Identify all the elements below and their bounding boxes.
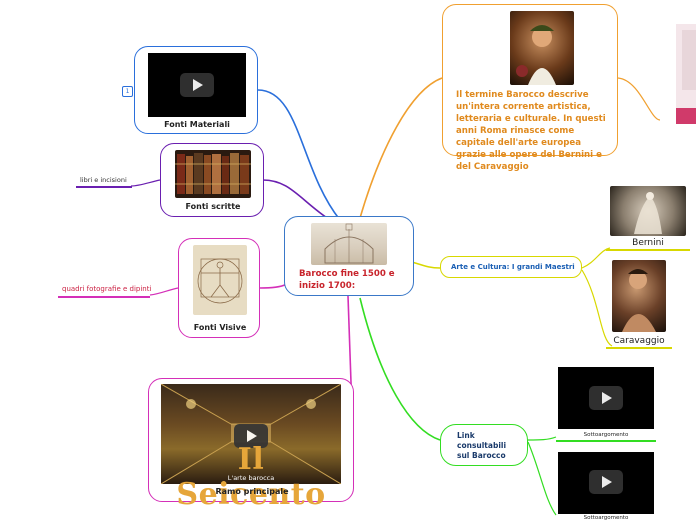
fonti-visive-label: Fonti Visive [179,323,261,332]
caravaggio-painting-image [612,260,666,332]
sottoargomento-video-2[interactable] [558,452,654,514]
play-icon[interactable] [589,386,623,410]
link-sub1 [528,437,556,440]
ramo-principale-node[interactable]: Il Seicento L'arte barocca Ramo principa… [148,378,354,502]
link-arte-cultura [412,262,440,268]
barocco-description-node[interactable]: Il termine Barocco descrive un'intera co… [442,4,618,156]
link-fonti-materiali [258,90,340,220]
central-title: Barocco fine 1500 e inizio 1700: [299,268,399,292]
central-node[interactable]: Barocco fine 1500 e inizio 1700: [284,216,414,296]
link-barocco-text [360,78,442,218]
sottoargomento-video-1[interactable] [558,367,654,429]
vitruvian-man-icon [193,245,247,315]
play-icon[interactable] [589,470,623,494]
link-orange-right [618,78,660,120]
dome-drawing-icon [311,223,387,265]
fonti-scritte-note-underline [76,186,132,188]
link-note-visive [150,288,178,295]
ramo-principale-label: Ramo principale [149,487,355,496]
fonti-visive-node[interactable]: Fonti Visive [178,238,260,338]
sottoargomento-label-2: Sottoargomento [558,515,654,520]
attachment-badge[interactable]: 1 [122,86,133,97]
caravaggio-label: Caravaggio [606,336,672,346]
caravaggio-underline [606,347,672,349]
link-caravaggio [582,270,612,346]
bernini-sculpture-image [610,186,686,236]
bacchus-figure-icon [510,11,574,85]
seicento-video-thumbnail[interactable]: Il Seicento L'arte barocca [161,384,341,484]
fonti-scritte-node[interactable]: Fonti scritte [160,143,264,217]
video-subtitle: L'arte barocca [161,474,341,482]
play-icon[interactable] [180,73,214,97]
link-bernini [582,248,610,268]
link-consultabili-label: Link consultabili sul Barocco [457,431,517,461]
sculpture-icon [610,186,686,236]
fonti-visive-note: quadri fotografie e dipinti [62,285,151,293]
boy-portrait-icon [612,260,666,332]
link-sub2 [528,442,556,515]
sottoargomento-underline-1 [556,440,656,442]
fonti-materiali-label: Fonti Materiali [135,120,259,129]
sottoargomento-label-1: Sottoargomento [558,432,654,438]
bacchus-painting-image [510,11,574,85]
fonti-scritte-note: libri e incisioni [80,176,127,184]
bernini-label: Bernini [610,238,686,248]
fonti-visive-note-underline [58,296,150,298]
vitruvian-man-image [193,245,247,315]
link-consultabili-node[interactable]: Link consultabili sul Barocco [440,424,528,466]
bernini-underline [606,249,690,251]
link-link [360,298,440,440]
basilica-engraving-image [311,223,387,265]
fonti-materiali-node[interactable]: Fonti Materiali [134,46,258,134]
barocco-description-text: Il termine Barocco descrive un'intera co… [456,89,612,173]
partial-slide-thumbnail [676,24,696,124]
arte-cultura-label: Arte e Cultura: I grandi Maestri [451,263,575,271]
video-thumbnail[interactable] [148,53,246,117]
books-image [175,150,251,198]
arte-cultura-node[interactable]: Arte e Cultura: I grandi Maestri [440,256,582,278]
link-note-scritte [131,180,160,186]
books-icon [175,150,251,198]
fonti-scritte-label: Fonti scritte [161,202,265,211]
